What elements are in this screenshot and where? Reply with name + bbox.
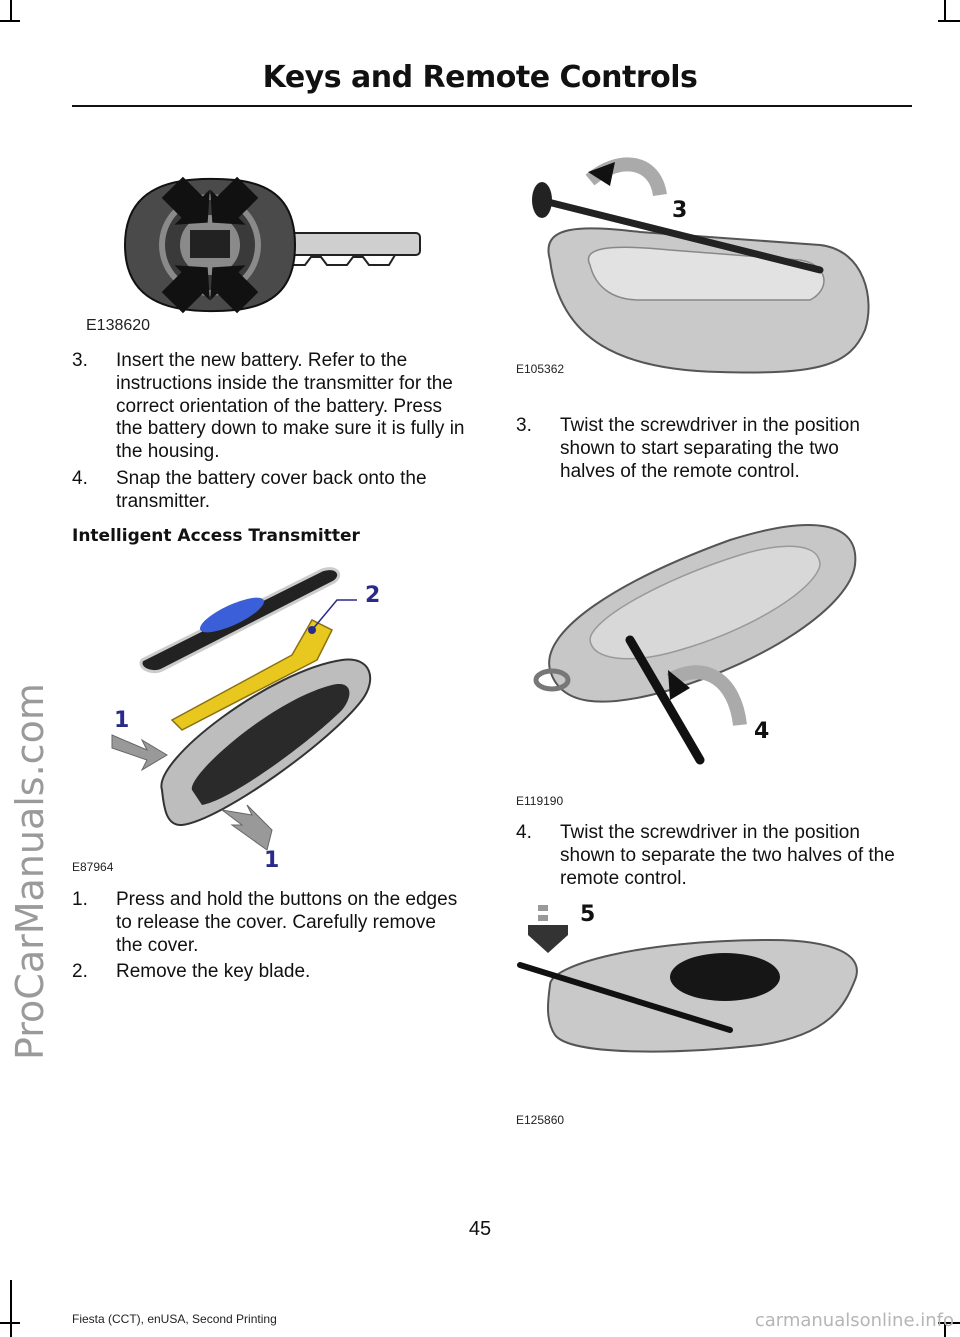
callout-3: 3 (672, 198, 687, 223)
callout-label: 2 (365, 583, 380, 608)
crop-mark (10, 1280, 12, 1337)
step-number: 1. (72, 889, 88, 910)
crop-mark (938, 1322, 960, 1324)
step-text: Remove the key blade. (116, 961, 311, 982)
step-text: Press and hold the buttons on the edges … (116, 889, 458, 956)
step-text: Snap the battery cover back onto the tra… (116, 468, 427, 512)
crop-mark (938, 20, 960, 22)
figure-code: E138620 (86, 317, 151, 334)
figure-code: E87964 (72, 860, 114, 874)
screwdriver-top-illustration (532, 157, 870, 374)
list-item: 1. Press and hold the buttons on the edg… (72, 889, 467, 957)
site-watermark: carmanualsonline.info (754, 1310, 954, 1331)
crop-mark (10, 0, 12, 20)
crop-mark (944, 0, 946, 20)
step-number: 3. (516, 415, 532, 436)
list-item: 3. Insert the new battery. Refer to the … (72, 350, 467, 464)
page-title: Keys and Remote Controls (262, 60, 698, 95)
crop-mark (944, 1322, 946, 1337)
callout-5: 5 (580, 902, 595, 927)
step-text: Twist the screwdriver in the position sh… (560, 822, 895, 889)
figure-code: E119190 (516, 794, 564, 808)
screwdriver-side-illustration (533, 524, 857, 765)
list-item: 4. Snap the battery cover back onto the … (72, 468, 467, 514)
figure-code: E105362 (516, 362, 565, 376)
step-number: 3. (72, 350, 88, 371)
key-fob-illustration (123, 176, 421, 314)
list-item: 3. Twist the screwdriver in the position… (516, 415, 896, 483)
callout-4: 4 (754, 719, 769, 744)
step-number: 4. (516, 822, 532, 843)
callout-1-bottom: 1 (264, 848, 279, 873)
callout-label: 5 (580, 902, 595, 927)
battery-open-illustration (517, 905, 858, 1053)
header-divider (72, 105, 912, 107)
section-heading: Intelligent Access Transmitter (72, 526, 360, 546)
step-text: Insert the new battery. Refer to the ins… (116, 350, 465, 463)
list-item: 4. Twist the screwdriver in the position… (516, 822, 896, 890)
step-text: Twist the screwdriver in the position sh… (560, 415, 860, 482)
callout-label: 3 (672, 198, 687, 223)
callout-2: 2 (365, 583, 380, 608)
figure-code: E125860 (516, 1113, 565, 1127)
edition-footer: Fiesta (CCT), enUSA, Second Printing (72, 1312, 277, 1326)
page-number: 45 (468, 1218, 492, 1240)
callout-label: 1 (264, 848, 279, 873)
crop-mark (0, 1322, 20, 1324)
callout-label: 4 (754, 719, 769, 744)
list-item: 2. Remove the key blade. (72, 961, 467, 984)
step-number: 2. (72, 961, 88, 982)
step-number: 4. (72, 468, 88, 489)
callout-1-left: 1 (114, 708, 129, 733)
callout-label: 1 (114, 708, 129, 733)
intelligent-access-illustration (111, 567, 372, 851)
crop-mark (0, 20, 20, 22)
watermark: ProCarManuals.com (8, 683, 52, 1060)
